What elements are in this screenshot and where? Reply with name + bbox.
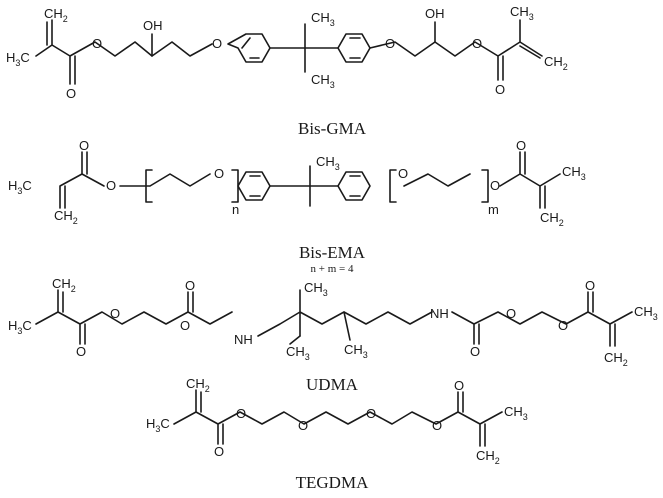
bis-gma-o-carbonyl-right: O: [495, 82, 505, 97]
udma-ch3-right: CH3: [634, 304, 658, 322]
udma-o-ester-1: O: [110, 306, 120, 321]
udma-o-carbamate-1: O: [180, 318, 190, 333]
bis-ema-o-ether-left: O: [214, 166, 224, 181]
bis-gma-o-carbonyl-left: O: [66, 86, 76, 101]
udma-nh-right: NH: [430, 306, 449, 321]
bis-ema-ch2-left: CH2: [54, 208, 78, 226]
tegdma-ch3-right: CH3: [504, 404, 528, 422]
udma-o-carbonyl-3: O: [470, 344, 480, 359]
bis-gma-label: Bis-GMA: [298, 119, 367, 138]
udma-ch3-bottom-2: CH3: [344, 342, 368, 360]
bis-gma-o-ester-right: O: [472, 36, 482, 51]
bis-ema-ch3-right: CH3: [562, 164, 586, 182]
tegdma-o-carbonyl-left: O: [214, 444, 224, 459]
tegdma-structure: CH2 H3C O O O O O O CH3 CH2: [146, 376, 528, 466]
bis-gma-o-ester-left: O: [92, 36, 102, 51]
bis-gma-o-ether-left: O: [212, 36, 222, 51]
udma-o-carbamate-2: O: [506, 306, 516, 321]
bis-gma-oh-right: OH: [425, 6, 445, 21]
tegdma-o-ester-left: O: [236, 406, 246, 421]
tegdma-label: TEGDMA: [296, 473, 369, 492]
udma-h3c: H3C: [8, 318, 32, 336]
tegdma-h3c: H3C: [146, 416, 170, 434]
bis-ema-structure: H3C O O CH2 O n CH3 O m O O CH3 CH2: [8, 138, 586, 228]
udma-label: UDMA: [306, 375, 359, 394]
tegdma-ch2-right: CH2: [476, 448, 500, 466]
udma-nh-left: NH: [234, 332, 253, 347]
udma-o-carbonyl-1: O: [76, 344, 86, 359]
bis-gma-structure: CH2 H3C O O OH O CH3 CH3 O OH O O CH3 CH…: [6, 4, 568, 101]
tegdma-o-ester-right: O: [432, 418, 442, 433]
bis-gma-ch3-bottom: CH3: [311, 72, 335, 90]
bis-ema-label: Bis-EMA: [299, 243, 366, 262]
bis-ema-o-ester-right: O: [490, 178, 500, 193]
bis-gma-ch3-right: CH3: [510, 4, 534, 22]
udma-structure: CH2 H3C O O O O NH CH3 CH3 CH3 NH O O O …: [8, 276, 658, 368]
bis-ema-ch2-right: CH2: [540, 210, 564, 228]
bis-ema-o-carbonyl-right: O: [516, 138, 526, 153]
bis-ema-sub-m: m: [488, 202, 499, 217]
bis-gma-ch2-left: CH2: [44, 6, 68, 24]
udma-ch2-left: CH2: [52, 276, 76, 294]
bis-ema-o-carbonyl-left: O: [79, 138, 89, 153]
udma-o-carbonyl-2: O: [185, 278, 195, 293]
bis-ema-o-ester-left: O: [106, 178, 116, 193]
bis-gma-h3c-left: H3C: [6, 50, 30, 68]
bis-ema-h3c: H3C: [8, 178, 32, 196]
tegdma-o-ether-1: O: [298, 418, 308, 433]
udma-ch3-bottom-1: CH3: [286, 344, 310, 362]
tegdma-o-carbonyl-right: O: [454, 378, 464, 393]
udma-o-ester-2: O: [558, 318, 568, 333]
udma-ch3-top: CH3: [304, 280, 328, 298]
tegdma-ch2-left: CH2: [186, 376, 210, 394]
udma-o-carbonyl-4: O: [585, 278, 595, 293]
bis-ema-note: n + m = 4: [311, 263, 354, 275]
tegdma-o-ether-2: O: [366, 406, 376, 421]
bis-gma-ch3-top: CH3: [311, 10, 335, 28]
bis-ema-sub-n: n: [232, 202, 239, 217]
udma-ch2-right: CH2: [604, 350, 628, 368]
bis-ema-ch3-top: CH3: [316, 154, 340, 172]
bis-gma-ch2-right: CH2: [544, 54, 568, 72]
bis-ema-o-ether-right: O: [398, 166, 408, 181]
bis-gma-oh-left: OH: [143, 18, 163, 33]
bis-gma-o-ether-right: O: [385, 36, 395, 51]
